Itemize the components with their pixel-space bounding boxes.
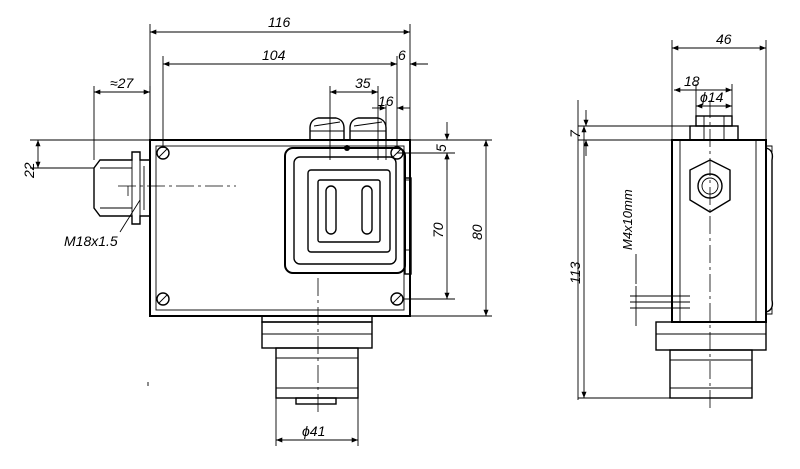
side-view: 46 18 ϕ14 7 113 M4x10mm bbox=[567, 31, 774, 412]
thread-label: M18x1.5 bbox=[64, 233, 118, 249]
corner-screw-bottom-right bbox=[390, 292, 404, 306]
side-bottom-connector bbox=[655, 321, 767, 399]
front-view: 116 104 6 35 16 ≈27 22 M18x1.5 bbox=[21, 14, 492, 446]
dim-front-gland-length: ≈27 bbox=[110, 75, 134, 91]
dim-front-window-offset: 16 bbox=[378, 93, 394, 109]
enclosure-body bbox=[149, 139, 411, 317]
side-top-gland bbox=[689, 115, 739, 141]
dim-front-top-offset: 5 bbox=[433, 144, 449, 152]
dim-side-gland-diameter: ϕ14 bbox=[700, 89, 724, 105]
small-indicator bbox=[344, 145, 350, 151]
dim-side-gland-width: 18 bbox=[684, 73, 700, 89]
bottom-connector bbox=[261, 315, 373, 405]
top-screw-left bbox=[309, 117, 345, 140]
corner-screw-bottom-left bbox=[156, 292, 170, 306]
side-body bbox=[671, 139, 767, 323]
cable-gland-left bbox=[93, 151, 150, 225]
dim-side-top-offset: 7 bbox=[567, 129, 583, 138]
dim-front-hole-spacing: 70 bbox=[430, 222, 446, 238]
dim-front-gland-height: 22 bbox=[21, 162, 37, 179]
bolt-label: M4x10mm bbox=[620, 189, 635, 250]
dim-front-width-overall: 116 bbox=[268, 14, 291, 30]
dim-side-width-overall: 46 bbox=[716, 31, 732, 47]
dim-front-window-width: 35 bbox=[355, 75, 371, 91]
dim-front-bottom-diameter: ϕ41 bbox=[302, 423, 325, 439]
dim-front-height-overall: 80 bbox=[469, 224, 485, 240]
dim-front-edge-offset: 6 bbox=[398, 47, 406, 63]
display-window bbox=[284, 147, 412, 275]
corner-screw-top-left bbox=[156, 146, 170, 160]
top-screw-right bbox=[349, 117, 387, 140]
dim-side-height-overall: 113 bbox=[567, 261, 583, 284]
dim-front-width-holes: 104 bbox=[262, 47, 286, 63]
